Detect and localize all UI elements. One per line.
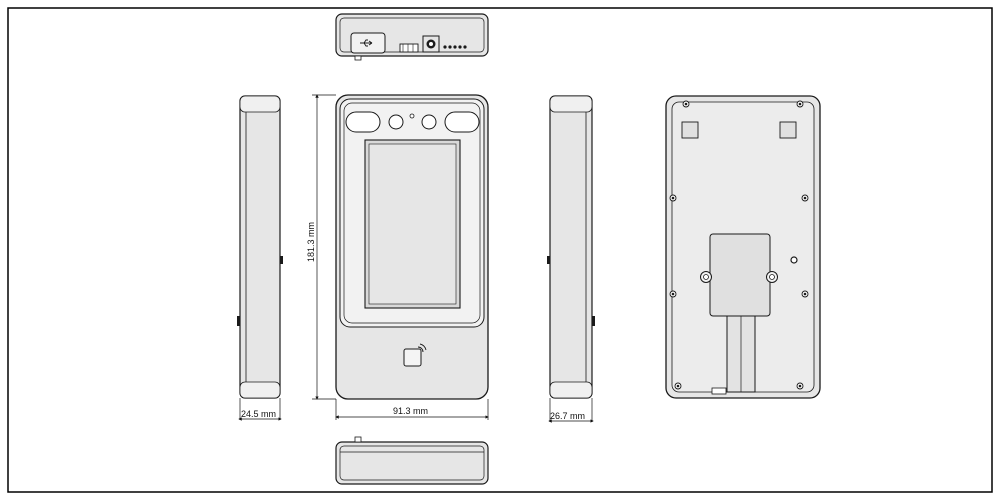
bottom-view [335, 436, 489, 485]
right-side-view [547, 95, 595, 399]
left-side-view [237, 95, 283, 399]
height-label: 181.3 mm [306, 222, 316, 262]
right-depth-label: 26.7 mm [550, 411, 585, 421]
rear-view [665, 95, 821, 399]
width-dimension: 91.3 mm [335, 399, 489, 420]
drawing-frame [7, 7, 993, 493]
width-label: 91.3 mm [393, 406, 428, 416]
height-dimension: 181.3 mm [306, 94, 336, 400]
mounting-plate [709, 233, 771, 317]
top-view [335, 13, 489, 61]
screws [669, 100, 809, 390]
camera-icon [388, 113, 437, 130]
card-reader-icon [403, 343, 427, 367]
left-depth-label: 24.5 mm [241, 409, 276, 419]
right-depth-dimension: 26.7 mm [548, 398, 594, 423]
usb-icon [350, 32, 386, 54]
front-view [335, 94, 489, 400]
left-depth-dimension: 24.5 mm [238, 398, 282, 421]
